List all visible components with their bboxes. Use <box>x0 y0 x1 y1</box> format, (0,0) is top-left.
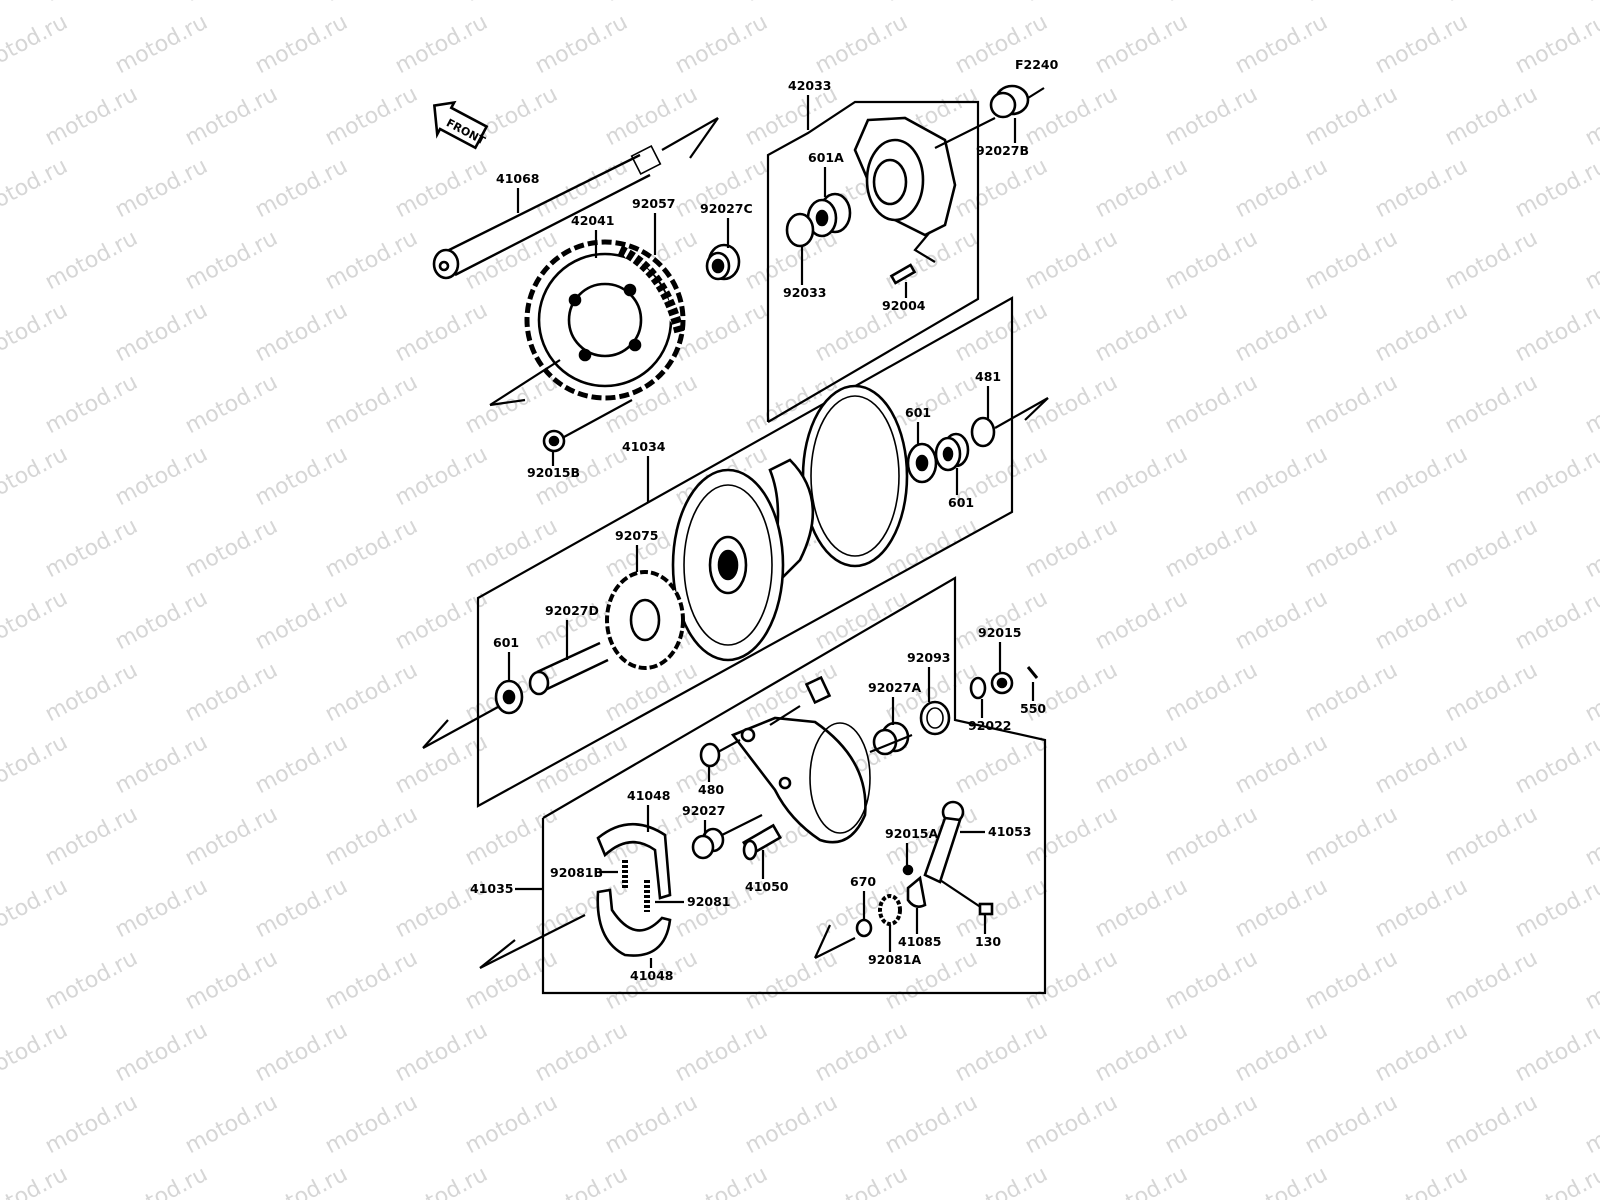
washer-92022 <box>969 676 987 700</box>
label-92027D: 92027D <box>545 603 599 618</box>
indicator-41085 <box>906 875 927 908</box>
label-92027C: 92027C <box>700 201 753 216</box>
rear-axle-41068 <box>432 117 719 280</box>
label-92093: 92093 <box>907 650 951 665</box>
rear-hub-41034 <box>671 384 909 662</box>
label-92015B: 92015B <box>527 465 580 480</box>
label-92022: 92022 <box>968 718 1012 733</box>
collar-92027 <box>691 827 725 860</box>
label-41035: 41035 <box>470 881 514 896</box>
label-92075: 92075 <box>615 528 659 543</box>
cotter-pin-550 <box>1026 666 1039 679</box>
label-92081B: 92081B <box>550 865 603 880</box>
bearing-601-right-b <box>934 432 970 472</box>
label-92057: 92057 <box>632 196 676 211</box>
label-480: 480 <box>698 782 724 797</box>
chain-92057 <box>617 245 685 337</box>
panel-bolt <box>769 675 832 726</box>
label-481: 481 <box>975 369 1001 384</box>
front-direction-arrow-icon: FRONT <box>432 100 489 150</box>
label-92027A: 92027A <box>868 680 921 695</box>
bearing-601A <box>806 192 852 238</box>
nut-92015B <box>542 399 633 453</box>
label-41050: 41050 <box>745 879 789 894</box>
label-92081A: 92081A <box>868 952 921 967</box>
label-92081: 92081 <box>687 894 731 909</box>
label-41034: 41034 <box>622 439 666 454</box>
label-601-upper: 601 <box>905 405 931 420</box>
label-92027B: 92027B <box>976 143 1029 158</box>
brake-cam-41050 <box>742 823 782 861</box>
label-41048-lower: 41048 <box>630 968 674 983</box>
seal-92093 <box>919 700 951 736</box>
label-42033: 42033 <box>788 78 832 93</box>
label-130: 130 <box>975 934 1001 949</box>
label-41068: 41068 <box>496 171 540 186</box>
spacer-92027D <box>528 641 609 696</box>
bearing-601-right-a <box>906 442 938 484</box>
brake-shoe-41048-lower <box>596 888 672 957</box>
label-92033: 92033 <box>783 285 827 300</box>
label-92015A: 92015A <box>885 826 938 841</box>
hub-damper-92075 <box>605 570 685 670</box>
label-601A: 601A <box>808 150 844 165</box>
o-ring-670 <box>855 918 873 938</box>
label-41053: 41053 <box>988 824 1032 839</box>
sprocket-coupling <box>853 116 996 237</box>
brake-panel <box>730 716 871 844</box>
nut-92015 <box>990 671 1014 695</box>
label-41085: 41085 <box>898 934 942 949</box>
nut-92015A <box>902 864 914 876</box>
brake-lever-41053 <box>923 800 994 916</box>
label-550: 550 <box>1020 701 1046 716</box>
label-92015: 92015 <box>978 625 1022 640</box>
label-601-lower: 601 <box>948 495 974 510</box>
brake-shoe-41048-upper <box>596 822 672 900</box>
bearing-601-left <box>494 679 524 715</box>
label-92004: 92004 <box>882 298 926 313</box>
label-42041: 42041 <box>571 213 615 228</box>
label-670: 670 <box>850 874 876 889</box>
group-outline-42033 <box>766 100 980 423</box>
label-92027: 92027 <box>682 803 726 818</box>
seal-480 <box>699 742 721 768</box>
collar-92027B <box>989 84 1030 119</box>
spring-92081A <box>878 894 902 926</box>
stud-92004 <box>889 263 917 285</box>
label-601-left: 601 <box>493 635 519 650</box>
circlip-92033 <box>785 212 815 248</box>
label-41048-upper: 41048 <box>627 788 671 803</box>
group-outline-41035 <box>541 576 1047 995</box>
circlip-481 <box>970 416 996 448</box>
collar-92027C <box>705 243 741 281</box>
rear-sprocket-42041 <box>524 239 686 401</box>
figure-code: F2240 <box>1015 57 1059 72</box>
